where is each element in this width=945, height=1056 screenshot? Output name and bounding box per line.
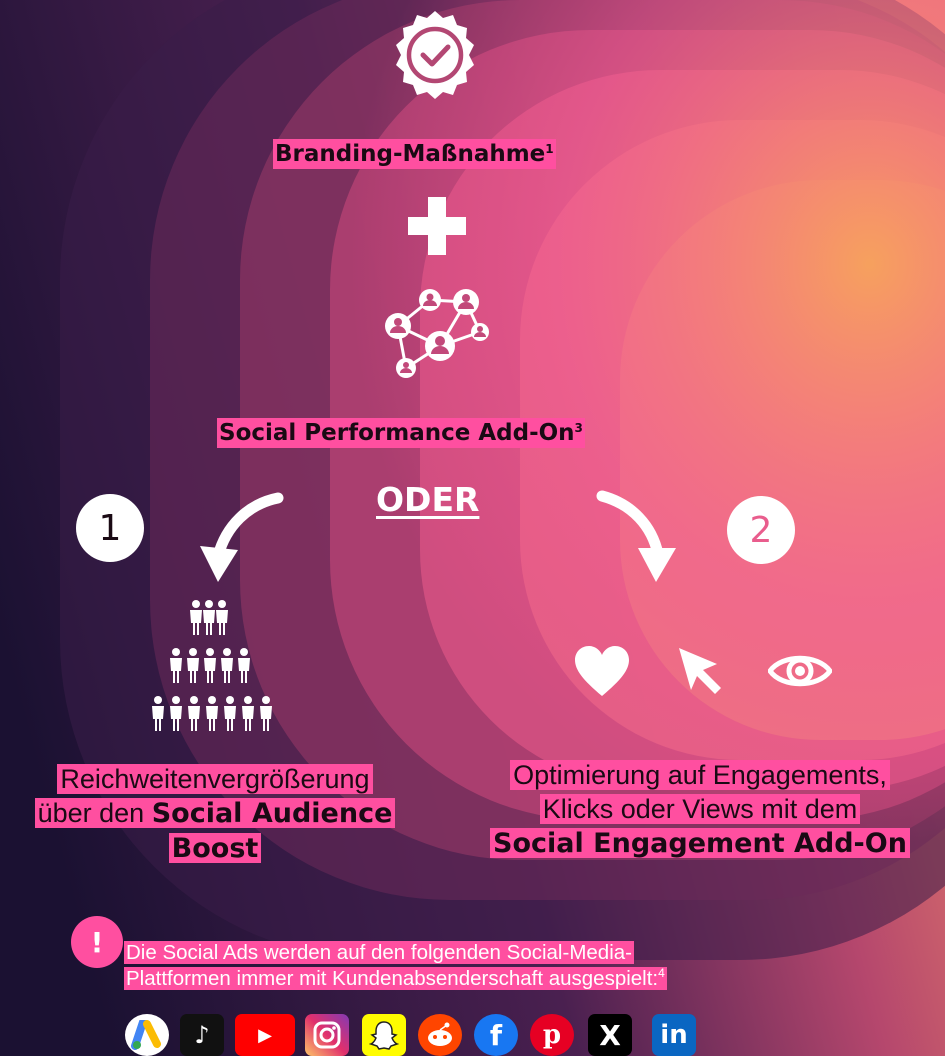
google-ads-icon xyxy=(125,1014,169,1056)
oder-label: ODER xyxy=(376,480,480,519)
instagram-icon xyxy=(305,1014,349,1056)
cursor-icon xyxy=(679,648,721,694)
social-network-icon xyxy=(385,289,489,378)
youtube-icon: ▶ xyxy=(235,1014,295,1056)
snapchat-icon xyxy=(362,1014,406,1056)
exclamation-icon: ! xyxy=(71,916,123,968)
pinterest-icon: p xyxy=(530,1014,574,1056)
social-performance-label: Social Performance Add-On3 xyxy=(217,418,585,448)
number-one-badge: 1 xyxy=(76,494,144,562)
number-two-badge: 2 xyxy=(727,496,795,564)
branding-label: Branding-Maßnahme1 xyxy=(273,139,556,169)
platform-note: Die Social Ads werden auf den folgenden … xyxy=(124,941,667,990)
tiktok-icon: ♪ xyxy=(180,1014,224,1056)
arrow-left-icon xyxy=(200,492,284,582)
plus-icon xyxy=(408,197,466,255)
eye-icon xyxy=(768,655,832,687)
arrow-right-icon xyxy=(596,490,676,582)
audience-pyramid-icon xyxy=(152,600,272,731)
x-icon: X xyxy=(588,1014,632,1056)
option-two-text: Optimierung auf Engagements, Klicks oder… xyxy=(465,758,935,861)
heart-icon xyxy=(575,646,629,696)
reddit-icon xyxy=(418,1014,462,1056)
linkedin-icon: in xyxy=(652,1014,696,1056)
verified-badge-icon xyxy=(396,11,474,99)
option-one-text: Reichweitenvergrößerung über den Social … xyxy=(15,762,415,866)
facebook-icon: f xyxy=(474,1014,518,1056)
